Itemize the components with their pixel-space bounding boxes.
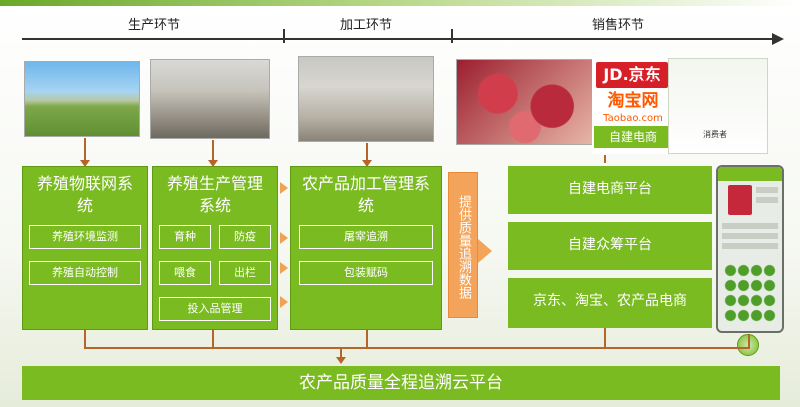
connector-plant-arrow — [362, 160, 372, 167]
meat-products-photo — [456, 59, 594, 145]
breeding-iot-box: 养殖物联网系统 养殖环境监测 养殖自动控制 — [22, 166, 148, 330]
collector-line — [84, 347, 750, 349]
stage-divider-1 — [283, 29, 285, 43]
stage-divider-2 — [451, 29, 453, 43]
processing-mgmt-title: 农产品加工管理系统 — [301, 174, 430, 215]
pasture-photo — [24, 61, 140, 137]
processing-mgmt-box: 农产品加工管理系统 屠宰追溯 包装赋码 — [290, 166, 442, 330]
stage-label-processing: 加工环节 — [340, 18, 393, 33]
phone-text-line — [756, 197, 778, 203]
item-input-management: 投入品管理 — [159, 297, 271, 321]
trace-data-arrow: 提供质量追溯数据 — [448, 172, 478, 318]
stage-label-production: 生产环节 — [128, 18, 181, 33]
processing-plant-photo — [298, 56, 434, 142]
connector-to-platform-arrow — [336, 357, 346, 364]
connector-phone-down — [748, 334, 750, 348]
item-slaughter-trace: 屠宰追溯 — [299, 225, 433, 249]
phone-text-line — [722, 233, 778, 239]
jd-domain: COM — [636, 78, 655, 87]
phone-text-line — [756, 187, 778, 193]
stage-axis — [22, 38, 774, 40]
connector-box2-down — [212, 330, 214, 348]
phone-mockup — [716, 165, 784, 333]
breeding-env-monitor: 养殖环境监测 — [29, 225, 141, 249]
self-ecommerce-label: 自建电商 — [594, 126, 672, 148]
phone-icon-grid — [724, 263, 776, 323]
sales-platform-crowdfunding: 自建众筹平台 — [508, 222, 712, 270]
trace-data-label: 提供质量追溯数据 — [456, 195, 471, 299]
connector-sales — [604, 155, 606, 163]
phone-text-line — [722, 243, 778, 249]
flow-arrow-1 — [280, 182, 288, 194]
consumer-photo: 消费者 — [668, 58, 768, 154]
breeding-auto-control: 养殖自动控制 — [29, 261, 141, 285]
connector-sales-down — [604, 328, 606, 348]
barn-photo — [150, 59, 270, 139]
item-feeding: 喂食 — [159, 261, 211, 285]
phone-text-line — [722, 223, 778, 229]
connector-plant — [366, 143, 368, 162]
flow-arrow-3 — [280, 262, 288, 274]
item-slaughter-out: 出栏 — [219, 261, 271, 285]
consumer-label: 消费者 — [703, 130, 727, 139]
breeding-mgmt-box: 养殖生产管理系统 育种 防疫 喂食 出栏 投入品管理 — [152, 166, 278, 330]
connector-box1-down — [84, 330, 86, 348]
trace-cloud-platform: 农产品质量全程追溯云平台 — [22, 366, 780, 400]
item-package-coding: 包装赋码 — [299, 261, 433, 285]
phone-product-image — [728, 185, 752, 215]
connector-box3-down — [366, 330, 368, 348]
sales-platform-self-ecom: 自建电商平台 — [508, 166, 712, 214]
flow-arrow-4 — [280, 296, 288, 308]
connector-pasture-arrow — [80, 160, 90, 167]
connector-pasture — [84, 138, 86, 162]
connector-to-platform — [340, 347, 342, 359]
connector-barn-arrow — [208, 160, 218, 167]
item-epidemic-prevention: 防疫 — [219, 225, 271, 249]
phone-header — [718, 167, 782, 181]
breeding-iot-title: 养殖物联网系统 — [36, 174, 133, 215]
breeding-mgmt-title: 养殖生产管理系统 — [166, 174, 263, 215]
stage-axis-arrowhead — [772, 33, 784, 45]
jd-logo: JD.京东 — [596, 62, 668, 88]
item-breeding: 育种 — [159, 225, 211, 249]
stage-label-sales: 销售环节 — [592, 18, 645, 33]
top-accent-bar — [0, 0, 800, 6]
flow-arrow-2 — [280, 232, 288, 244]
sales-platform-marketplaces: 京东、淘宝、农产品电商 — [508, 278, 712, 328]
connector-barn — [212, 140, 214, 162]
trace-data-arrowhead — [478, 239, 492, 263]
